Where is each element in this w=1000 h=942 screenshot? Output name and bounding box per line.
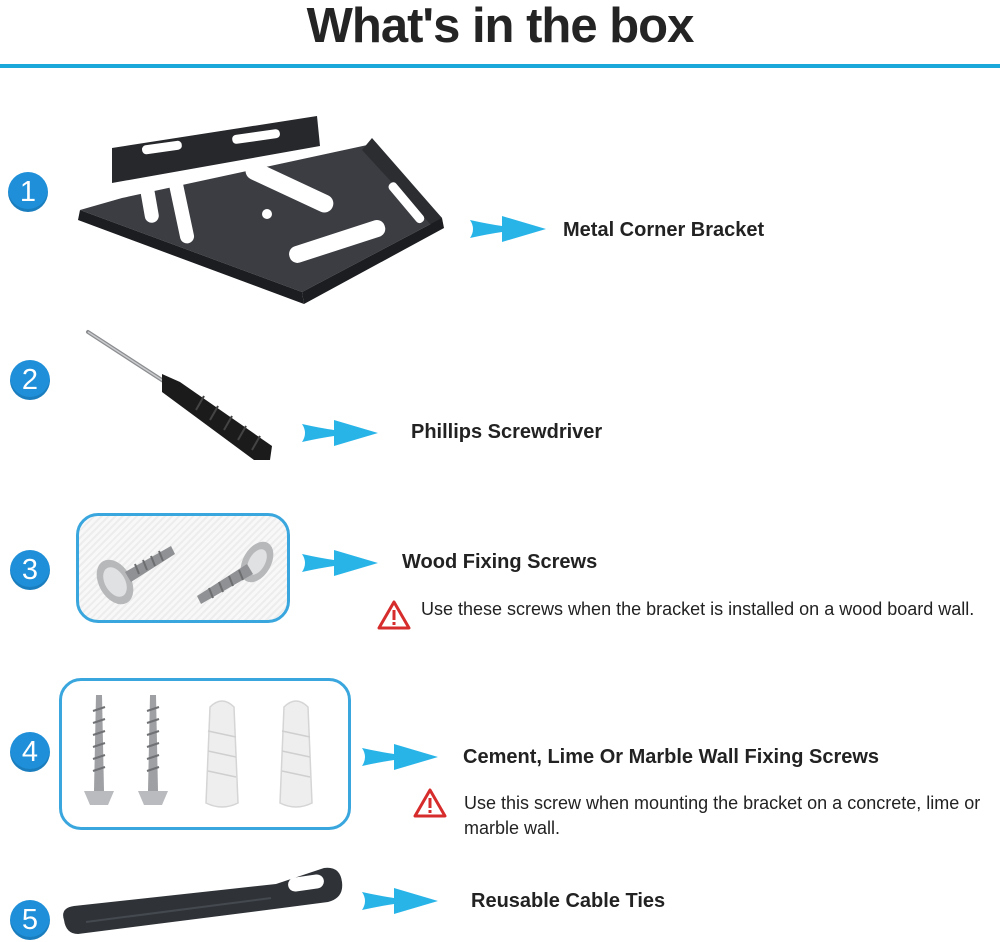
wood-screws-image — [96, 541, 274, 605]
item-label-2: Phillips Screwdriver — [411, 421, 603, 443]
corner-bracket-image — [78, 116, 444, 309]
item-label-5: Reusable Cable Ties — [471, 890, 666, 912]
item-label-3: Wood Fixing Screws — [402, 551, 598, 573]
arrow-icon — [362, 744, 438, 770]
anchor-screws-box — [59, 678, 351, 830]
item-label-1: Metal Corner Bracket — [563, 219, 765, 241]
arrow-icon — [362, 888, 438, 914]
page-title: What's in the box — [306, 0, 695, 53]
arrow-icon — [470, 216, 546, 242]
arrow-icon — [302, 420, 378, 446]
item-note-4: Use this screw when mounting the bracket… — [464, 793, 981, 838]
wall-plug-2 — [279, 700, 313, 808]
cable-tie-image — [63, 867, 343, 934]
arrow-icon — [302, 550, 378, 576]
title-divider — [0, 64, 1000, 68]
item-number-3: 3 — [10, 550, 50, 590]
item-label-4: Cement, Lime Or Marble Wall Fixing Screw… — [463, 746, 880, 768]
screw-2 — [138, 695, 168, 805]
item-number-4: 4 — [10, 732, 50, 772]
wood-screws-box — [76, 513, 290, 623]
screwdriver-image — [86, 330, 272, 460]
warning-icon — [413, 788, 447, 818]
wall-plug-1 — [205, 700, 239, 808]
anchor-screws-image — [84, 695, 313, 808]
item-note-3: Use these screws when the bracket is ins… — [421, 599, 975, 619]
screw-1 — [84, 695, 114, 805]
warning-icon — [377, 600, 411, 630]
item-number-2: 2 — [10, 360, 50, 400]
item-number-1: 1 — [8, 172, 48, 212]
item-number-5: 5 — [10, 900, 50, 940]
